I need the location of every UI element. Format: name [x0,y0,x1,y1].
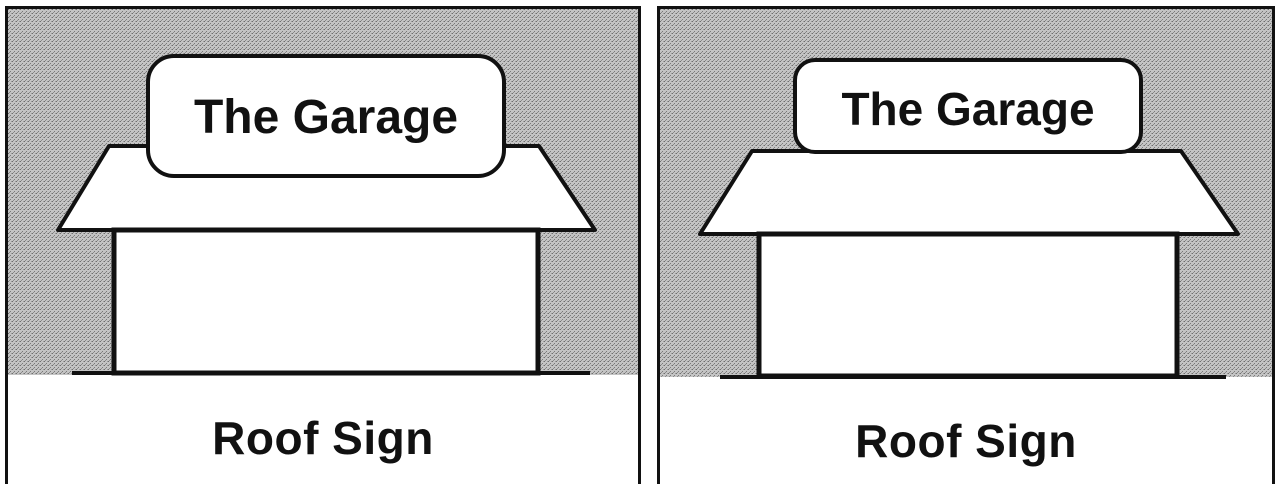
roof-sign-panel-left: The Garage Roof Sign [5,6,641,484]
garage-illustration-right: The Garage [660,9,1272,389]
roof-sign-panel-right: The Garage Roof Sign [657,6,1275,484]
panel-caption: Roof Sign [660,414,1272,468]
garage-roof [700,151,1238,234]
garage-body [759,234,1177,376]
roof-sign-text: The Garage [841,83,1094,135]
garage-body [114,230,538,373]
panel-caption: Roof Sign [8,411,638,465]
garage-illustration-left: The Garage [8,9,638,389]
roof-sign-text: The Garage [194,91,458,144]
